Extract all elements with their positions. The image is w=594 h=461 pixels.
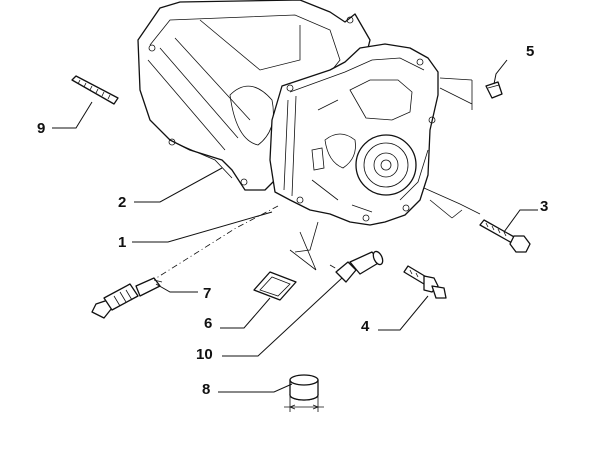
callout-7: 7 (203, 285, 211, 302)
stud-bolt[interactable] (71, 75, 119, 105)
gasket-plate[interactable] (253, 271, 297, 301)
callout-2: 2 (118, 194, 126, 211)
callout-3: 3 (540, 198, 548, 215)
callout-9: 9 (37, 120, 45, 137)
callout-6: 6 (204, 315, 212, 332)
callout-8: 8 (202, 381, 210, 398)
assembly-guide-lines (149, 77, 481, 283)
callout-10: 10 (196, 346, 213, 363)
leader-lines (52, 59, 538, 393)
speed-sensor[interactable] (335, 250, 385, 283)
reversing-light-switch[interactable] (91, 277, 163, 319)
callout-4: 4 (361, 318, 370, 335)
front-gearbox-housing[interactable] (269, 43, 439, 226)
hex-bolt[interactable] (479, 219, 531, 253)
callout-1: 1 (118, 234, 126, 251)
threaded-fitting[interactable] (403, 265, 447, 299)
seal-cap[interactable] (284, 374, 324, 412)
callout-5: 5 (526, 43, 534, 60)
sealing-plug[interactable] (485, 81, 503, 99)
